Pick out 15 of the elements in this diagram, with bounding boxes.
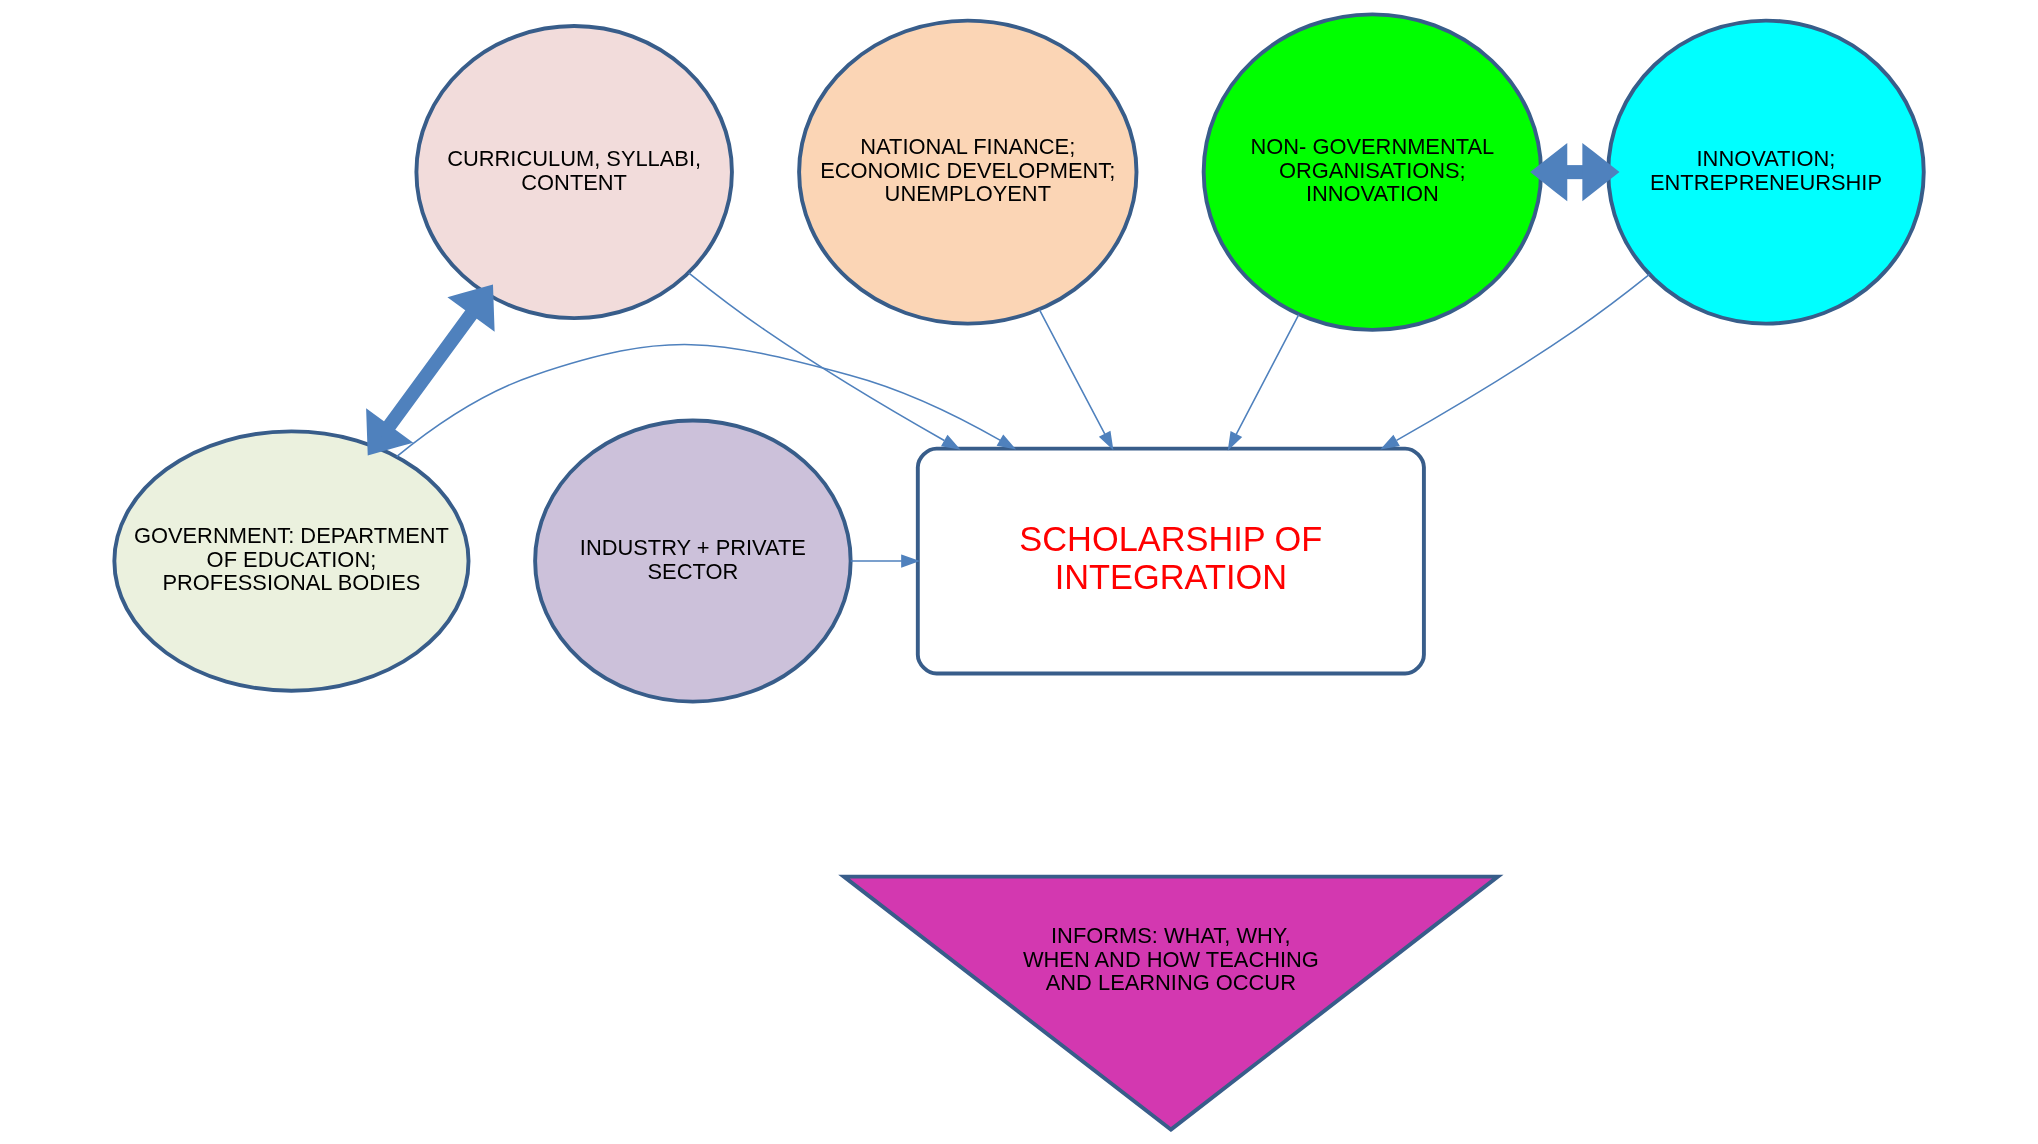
node-circle: NON- GOVERNMENTAL ORGANISATIONS; INNOVATION [1201, 12, 1543, 332]
arrow [1380, 273, 1651, 450]
arrow [1530, 142, 1620, 202]
arrow [849, 554, 920, 568]
arrow [687, 272, 961, 450]
arrow [395, 343, 1017, 458]
arrow [1227, 313, 1300, 451]
node-ellipse: NATIONAL FINANCE; ECONOMIC DEVELOPMENT; UNEMPLOYENT [797, 18, 1139, 326]
arrow [366, 284, 495, 456]
node-circle: INNOVATION; ENTREPRENEURSHIP [1606, 18, 1926, 326]
node-ellipse: GOVERNMENT: DEPARTMENT OF EDUCATION; PROFESSIONAL BODIES [112, 429, 471, 693]
node-circle: CURRICULUM, SYLLABI, CONTENT [414, 24, 734, 321]
arrow [1038, 308, 1114, 451]
node-box: SCHOLARSHIP OF INTEGRATION [915, 446, 1426, 676]
node-ellipse: INDUSTRY + PRIVATE SECTOR [533, 418, 853, 704]
